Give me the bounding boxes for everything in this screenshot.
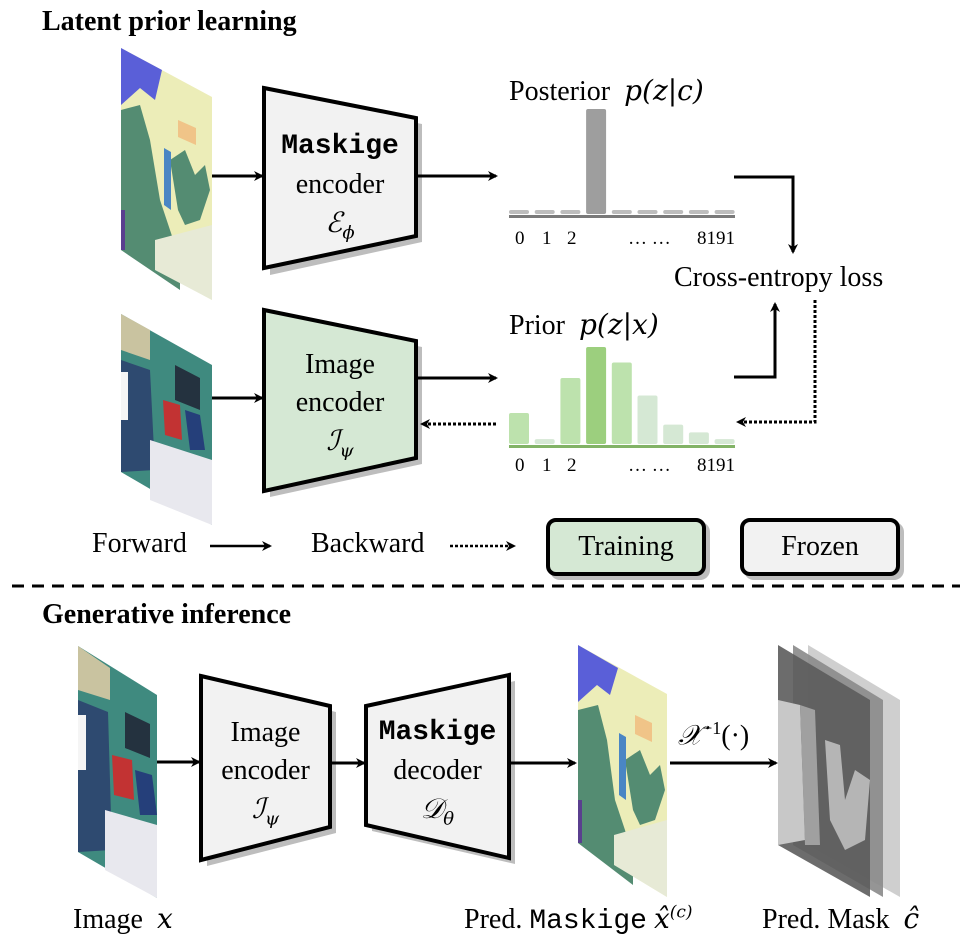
section-title-latent-prior-learning: Latent prior learning xyxy=(42,6,297,37)
image-encoder-subscript-top: ψ xyxy=(339,440,354,462)
prior-bar-2 xyxy=(560,378,581,444)
inverse-symbol: 𝒳 xyxy=(678,718,703,752)
prior-tick-2: 2 xyxy=(567,455,577,476)
prior-tick-1: 1 xyxy=(542,455,552,476)
maskige-decoder-label: Maskige decoder 𝒟θ xyxy=(366,714,509,839)
maskige-encoder-line1: Maskige xyxy=(281,131,399,162)
caption-image-text: Image xyxy=(73,904,143,935)
prior-tick-0: 0 xyxy=(515,455,525,476)
maskige-decoder-subscript: θ xyxy=(443,808,455,830)
maskige-decoder-symbol: 𝒟 xyxy=(420,792,444,825)
prior-bar-5 xyxy=(637,395,658,444)
posterior-tick-8191: 8191 xyxy=(697,228,735,249)
caption-image-x: Image x xyxy=(73,902,173,936)
image-encoder-line1-top: Image xyxy=(305,349,375,380)
legend-training-box: Training xyxy=(546,518,706,576)
inverse-transform-label: 𝒳−1(·) xyxy=(678,718,749,752)
prior-bar-4 xyxy=(611,362,632,444)
caption-image-math: x xyxy=(156,902,173,935)
section-title-generative-inference: Generative inference xyxy=(42,599,292,630)
posterior-tick-1: 1 xyxy=(542,228,552,249)
posterior-bar-1 xyxy=(534,210,555,214)
prior-label-text: Prior xyxy=(509,310,565,341)
caption-mask-text: Pred. Mask xyxy=(762,904,890,935)
image-encoder-label-top: Image encoder ℐψ xyxy=(264,346,416,471)
prior-bar-6 xyxy=(663,424,684,444)
legend-frozen-box: Frozen xyxy=(740,518,900,576)
caption-maskige-sup: (c) xyxy=(669,902,693,923)
image-encoder-line1-bottom: Image xyxy=(230,717,301,748)
arrow-prior-to-loss xyxy=(734,302,780,379)
inverse-arg: (·) xyxy=(721,720,750,752)
image-encoder-box-top xyxy=(262,307,418,494)
posterior-bar-5 xyxy=(637,210,658,214)
arrow-loss-backward xyxy=(736,300,817,427)
posterior-bar-3 xyxy=(586,109,607,214)
arrow-posterior-to-loss xyxy=(734,175,798,254)
maskige-encoder-symbol: ℰ xyxy=(325,206,343,239)
posterior-tick-2: 2 xyxy=(567,228,577,249)
legend-frozen-label: Frozen xyxy=(781,531,859,562)
legend-training-label: Training xyxy=(578,531,674,562)
posterior-label-math: p(z|c) xyxy=(624,74,704,107)
inverse-sup: −1 xyxy=(702,718,722,738)
prior-bar-0 xyxy=(509,412,529,444)
maskige-encoder-label: Maskige encoder ℰϕ xyxy=(264,128,416,253)
maskige-decoder-line2: decoder xyxy=(393,755,482,786)
image-encoder-box-bottom xyxy=(199,673,332,863)
image-encoder-line2-top: encoder xyxy=(295,387,385,418)
legend-forward-label: Forward xyxy=(92,528,187,559)
maskige-encoder-line2: encoder xyxy=(295,169,385,200)
posterior-label: Posterior p(z|c) xyxy=(509,74,704,108)
image-encoder-label-bottom: Image encoder ℐψ xyxy=(201,714,330,839)
image-encoder-symbol-top: ℐ xyxy=(326,424,340,457)
prior-bar-8 xyxy=(714,439,735,444)
photo-image-input xyxy=(121,314,212,525)
prior-bar-3 xyxy=(586,347,607,444)
caption-mask-math: ĉ xyxy=(903,902,920,935)
cross-entropy-loss-label: Cross-entropy loss xyxy=(674,262,884,293)
caption-maskige-mono: Maskige xyxy=(529,906,647,937)
image-encoder-subscript-bottom: ψ xyxy=(265,808,280,830)
posterior-label-text: Posterior xyxy=(509,76,611,107)
maskige-encoder-box xyxy=(262,85,418,271)
posterior-tick-0: 0 xyxy=(515,228,525,249)
image-encoder-line2-bottom: encoder xyxy=(221,755,310,786)
maskige-encoder-subscript: ϕ xyxy=(342,222,355,244)
posterior-bar-4 xyxy=(611,210,632,214)
posterior-bar-7 xyxy=(688,210,709,214)
caption-pred-maskige: Pred. Maskige x̂(c) xyxy=(464,902,693,937)
caption-maskige-math: x̂ xyxy=(653,902,670,935)
prior-bar-1 xyxy=(534,439,555,444)
prior-axis-line xyxy=(509,445,735,448)
posterior-chart xyxy=(509,109,735,218)
prior-bar-7 xyxy=(688,432,709,444)
prior-label: Prior p(z|x) xyxy=(509,308,659,342)
prior-tick-dots: … … xyxy=(628,455,671,476)
maskige-decoder-line1: Maskige xyxy=(378,717,497,748)
prior-chart xyxy=(509,347,735,448)
maskige-decoder-box xyxy=(364,672,511,861)
posterior-bar-0 xyxy=(509,210,529,214)
posterior-bar-2 xyxy=(560,210,581,214)
maskige-image-input xyxy=(121,48,212,300)
posterior-tick-dots: … … xyxy=(628,228,671,249)
image-encoder-symbol-bottom: ℐ xyxy=(251,792,266,825)
prior-tick-8191: 8191 xyxy=(697,455,735,476)
caption-pred-mask: Pred. Mask ĉ xyxy=(762,902,919,936)
pred-maskige-image xyxy=(578,645,667,897)
pred-mask-stack xyxy=(778,645,900,897)
photo-image-bottom xyxy=(78,646,157,898)
posterior-bar-8 xyxy=(714,210,735,214)
caption-maskige-text: Pred. xyxy=(464,904,523,935)
legend-backward-label: Backward xyxy=(311,528,425,559)
prior-label-math: p(z|x) xyxy=(579,308,659,341)
posterior-bar-6 xyxy=(663,210,684,214)
posterior-axis-line xyxy=(509,215,735,218)
